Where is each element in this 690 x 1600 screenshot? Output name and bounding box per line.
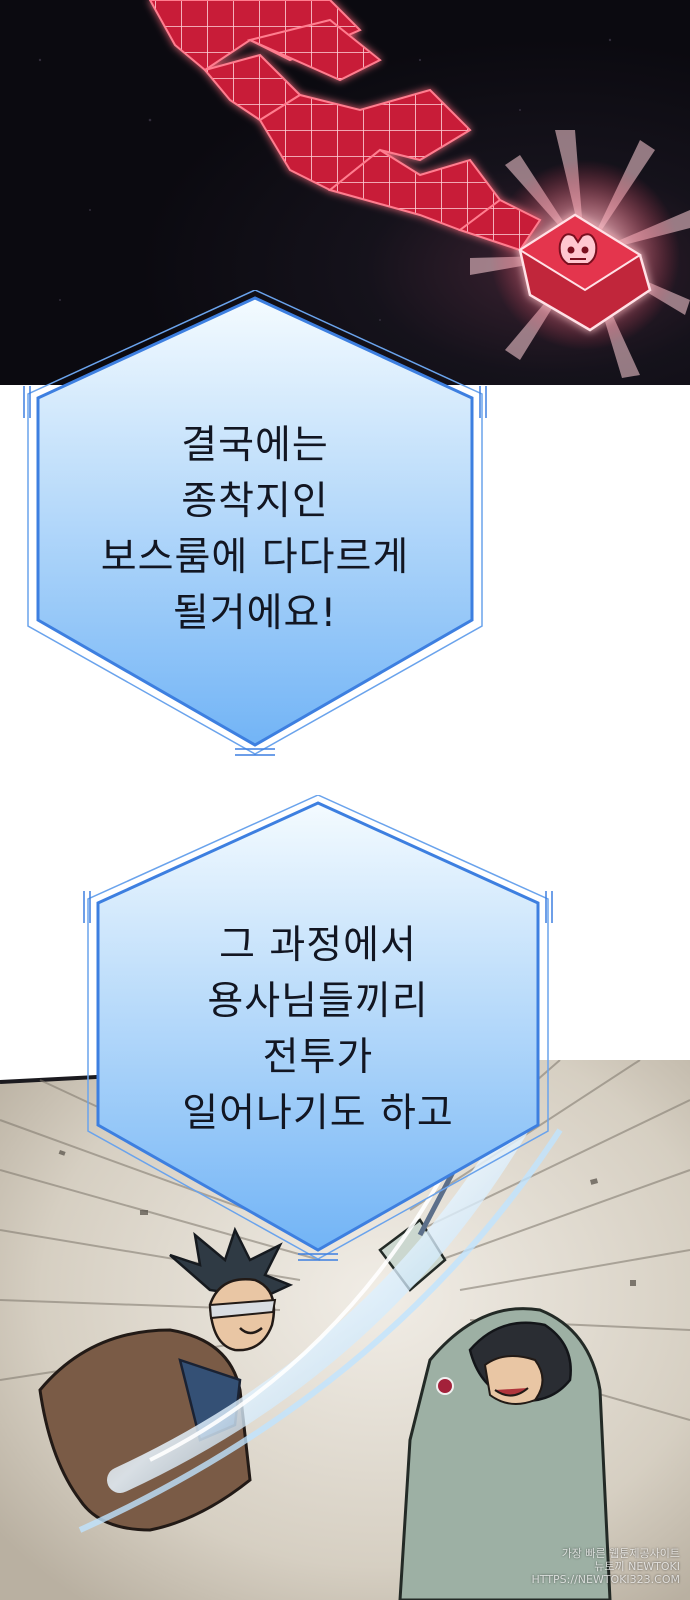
bubble-line: 그 과정에서 (219, 923, 417, 968)
watermark-line: 가장 빠른 웹툰제공사이트 (561, 1547, 680, 1560)
bubble-text: 그 과정에서 용사님들끼리 전투가 일어나기도 하고 (78, 795, 558, 1265)
demon-skull-icon (558, 233, 598, 265)
watermark-line: HTTPS://NEWTOKI323.COM (531, 1573, 680, 1586)
bubble-line: 보스룸에 다다르게 (100, 535, 410, 580)
watermark-line: 뉴토끼 NEWTOKI (594, 1560, 680, 1573)
speech-bubble-fight: 그 과정에서 용사님들끼리 전투가 일어나기도 하고 (78, 795, 558, 1265)
speech-bubble-boss-room: 결국에는 종착지인 보스룸에 다다르게 될거에요! (20, 290, 490, 760)
bubble-text: 결국에는 종착지인 보스룸에 다다르게 될거에요! (20, 290, 490, 760)
bubble-line: 용사님들끼리 (207, 979, 429, 1024)
bubble-line: 될거에요! (172, 591, 338, 636)
panel-boss-room-path (0, 0, 690, 385)
bubble-line: 결국에는 (181, 423, 329, 468)
bubble-line: 일어나기도 하고 (182, 1091, 454, 1136)
right-fighter (378, 1218, 612, 1600)
left-fighter (38, 1226, 294, 1532)
cloak-brooch-icon (436, 1377, 454, 1395)
red-block-path (148, 0, 652, 332)
sword-slash (107, 1107, 533, 1493)
watermark: 가장 빠른 웹툰제공사이트 뉴토끼 NEWTOKI HTTPS://NEWTOK… (530, 1547, 680, 1586)
bubble-line: 종착지인 (181, 479, 329, 524)
bubble-line: 전투가 (262, 1035, 374, 1080)
panel-fight-scene: 가장 빠른 웹툰제공사이트 뉴토끼 NEWTOKI HTTPS://NEWTOK… (0, 1060, 690, 1600)
